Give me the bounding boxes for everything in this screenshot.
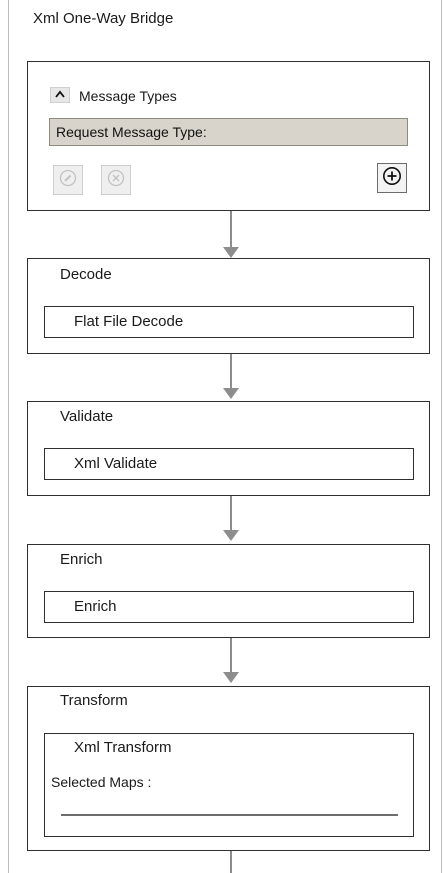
message-types-label: Message Types — [79, 88, 177, 104]
selected-maps-label: Selected Maps : — [51, 774, 152, 790]
validate-item-label: Xml Validate — [74, 455, 158, 472]
enrich-stage-title: Enrich — [60, 551, 103, 568]
edit-message-type-button[interactable] — [53, 165, 83, 195]
decode-stage-title: Decode — [60, 266, 112, 283]
connector-line — [230, 851, 232, 873]
connector-line — [230, 638, 232, 672]
remove-message-type-button[interactable] — [101, 165, 131, 195]
arrow-down-icon — [223, 672, 239, 683]
edit-icon — [59, 169, 77, 192]
add-icon — [382, 166, 402, 191]
chevron-up-icon — [55, 89, 65, 101]
xml-validate-item[interactable]: Xml Validate — [44, 448, 414, 480]
flat-file-decode-item[interactable]: Flat File Decode — [44, 306, 414, 338]
transform-stage-title: Transform — [60, 692, 128, 709]
enrich-item[interactable]: Enrich — [44, 591, 414, 623]
collapse-message-types-button[interactable] — [50, 87, 70, 103]
add-message-type-button[interactable] — [377, 163, 407, 193]
arrow-down-icon — [223, 530, 239, 541]
bridge-title: Xml One-Way Bridge — [33, 10, 174, 27]
remove-icon — [107, 169, 125, 192]
connector-line — [230, 354, 232, 388]
request-message-type-field[interactable]: Request Message Type: — [49, 118, 408, 146]
arrow-down-icon — [223, 247, 239, 258]
selected-maps-list[interactable] — [61, 814, 398, 816]
decode-item-label: Flat File Decode — [74, 313, 184, 330]
connector-line — [230, 211, 232, 247]
arrow-down-icon — [223, 388, 239, 399]
xml-transform-item[interactable]: Xml Transform Selected Maps : — [44, 733, 414, 837]
enrich-item-label: Enrich — [74, 598, 117, 615]
connector-line — [230, 496, 232, 530]
validate-stage-title: Validate — [60, 408, 114, 425]
transform-item-label: Xml Transform — [74, 739, 172, 756]
